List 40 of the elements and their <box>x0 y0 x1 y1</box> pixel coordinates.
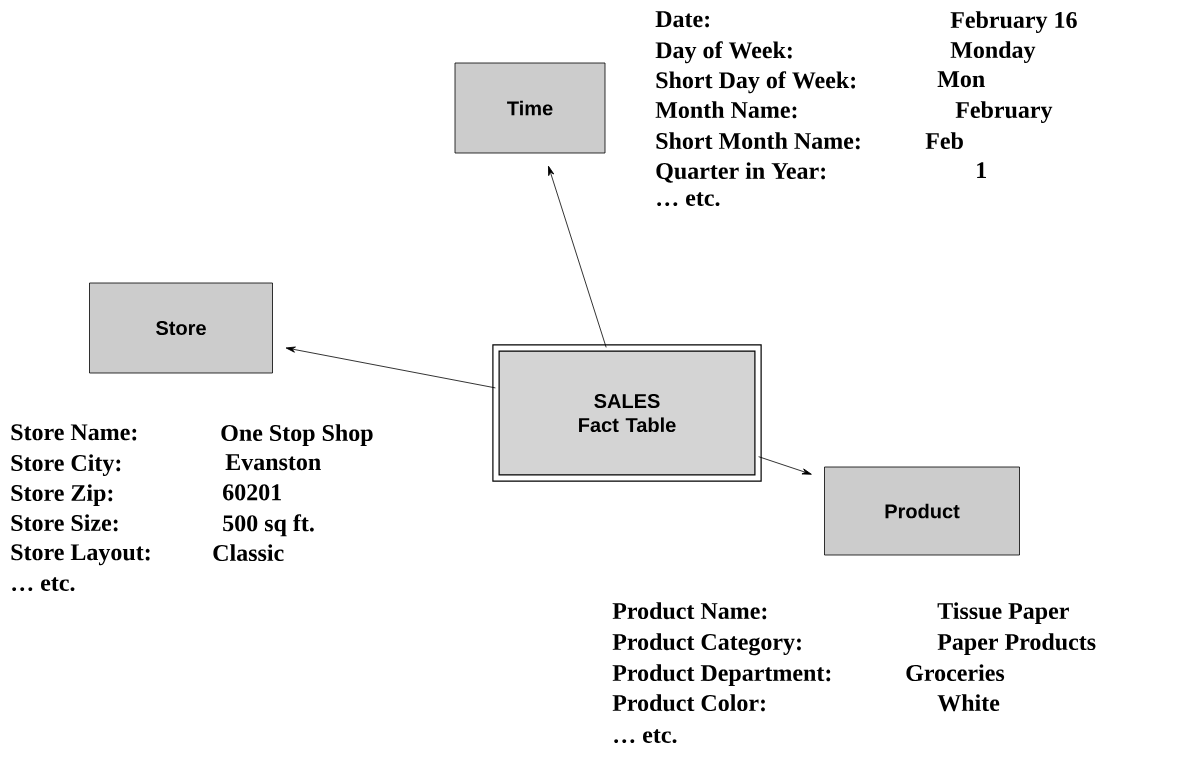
attribute-text: Store Layout: <box>11 544 150 566</box>
attribute-text: Short Day of Week: <box>656 71 856 94</box>
attribute-text: 1 <box>977 162 986 179</box>
attribute-text: One Stop Shop <box>221 424 373 446</box>
dimension-box: Store <box>89 282 273 374</box>
attribute-text: Store Zip: <box>11 484 113 506</box>
attribute-text: Month Name: <box>655 101 797 119</box>
attribute-text: Classic <box>213 544 284 562</box>
attribute-text: Tissue Paper <box>937 602 1069 624</box>
attribute-text: Feb <box>925 132 963 150</box>
fact-table-box: SALES Fact Table <box>492 344 762 482</box>
attribute-text: Monday <box>950 41 1036 64</box>
attribute-text: … etc. <box>657 192 720 207</box>
attribute-text: Mon <box>937 71 985 88</box>
dimension-box: Product <box>824 466 1020 556</box>
attribute-text: 500 sq ft. <box>223 514 314 537</box>
attribute-text: Quarter in Year: <box>656 162 826 183</box>
attribute-text: 60201 <box>223 484 281 501</box>
attribute-text: Product Category: <box>612 633 801 656</box>
dimension-box: Time <box>454 62 606 154</box>
attribute-text: Date: <box>655 11 710 28</box>
attribute-text: Store City: <box>11 454 121 477</box>
attribute-text: Short Month Name: <box>656 132 860 150</box>
arrow <box>548 165 607 348</box>
attribute-text: Day of Week: <box>655 41 792 64</box>
attribute-text: Product Name: <box>612 602 767 620</box>
attribute-text: February 16 <box>950 11 1077 34</box>
attribute-text: Product Department: <box>612 664 831 686</box>
attribute-text: Store Size: <box>11 514 118 532</box>
attribute-text: Product Color: <box>612 694 765 712</box>
attribute-text: Groceries <box>906 664 1005 682</box>
attribute-text: Paper Products <box>937 633 1096 655</box>
attribute-text: Evanston <box>225 454 321 471</box>
attribute-text: February <box>955 101 1053 124</box>
attribute-text: … etc. <box>12 577 75 592</box>
attribute-text: … etc. <box>614 729 677 744</box>
attribute-text: White <box>937 694 1000 712</box>
attribute-text: Store Name: <box>11 424 137 441</box>
arrow <box>285 346 496 389</box>
arrow <box>758 456 812 475</box>
